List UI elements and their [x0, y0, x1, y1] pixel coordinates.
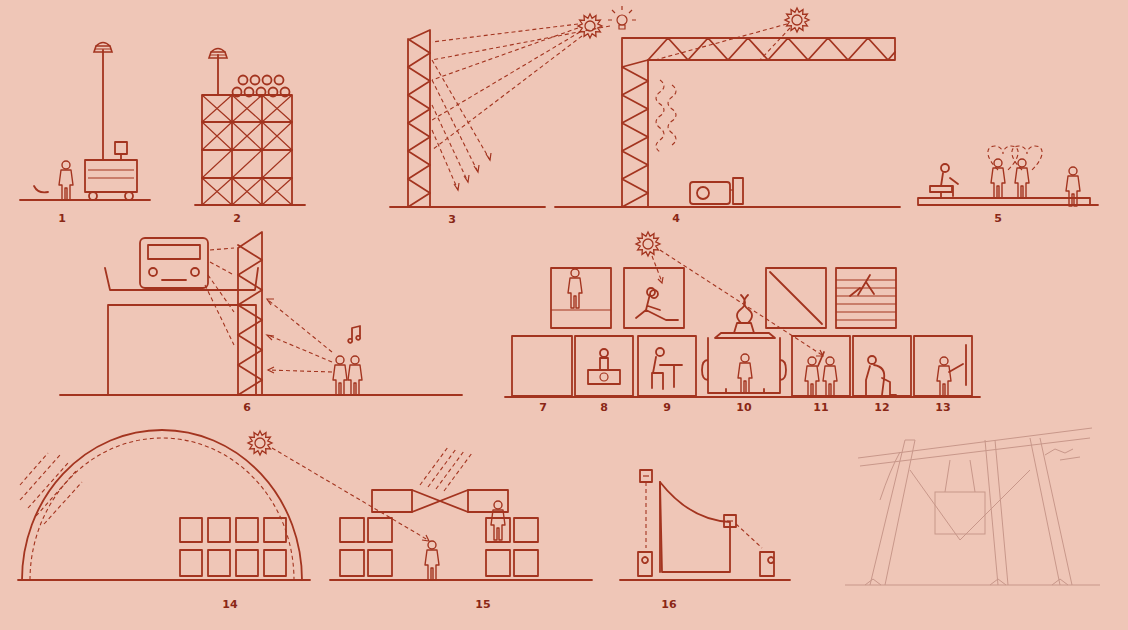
projection-tower	[60, 232, 462, 395]
scaffold-lamp-tower	[195, 49, 305, 206]
callout-number: 3	[446, 213, 458, 226]
callout-number: 2	[231, 212, 243, 225]
callout-number: 6	[241, 401, 253, 414]
callout-number: 8	[598, 401, 610, 414]
bridge-canopy	[248, 431, 592, 580]
tensile-screen	[620, 470, 790, 580]
callout-number: 11	[811, 401, 830, 414]
callout-number: 16	[659, 598, 678, 611]
callout-number: 7	[537, 401, 549, 414]
callout-number: 1	[56, 212, 68, 225]
room-units	[505, 232, 980, 397]
reflector-tower	[390, 6, 636, 207]
callout-number: 13	[933, 401, 952, 414]
callout-number: 10	[734, 401, 753, 414]
callout-number: 14	[220, 598, 239, 611]
dance-platform	[918, 146, 1098, 206]
dome-shelter	[18, 430, 310, 580]
pencil-sketch	[845, 428, 1100, 585]
mobile-lamp-cart	[20, 43, 150, 201]
callout-number: 9	[661, 401, 673, 414]
callout-number: 12	[872, 401, 891, 414]
callout-number: 4	[670, 212, 682, 225]
gantry-crane	[555, 8, 900, 207]
callout-number: 5	[992, 212, 1004, 225]
callout-number: 15	[473, 598, 492, 611]
